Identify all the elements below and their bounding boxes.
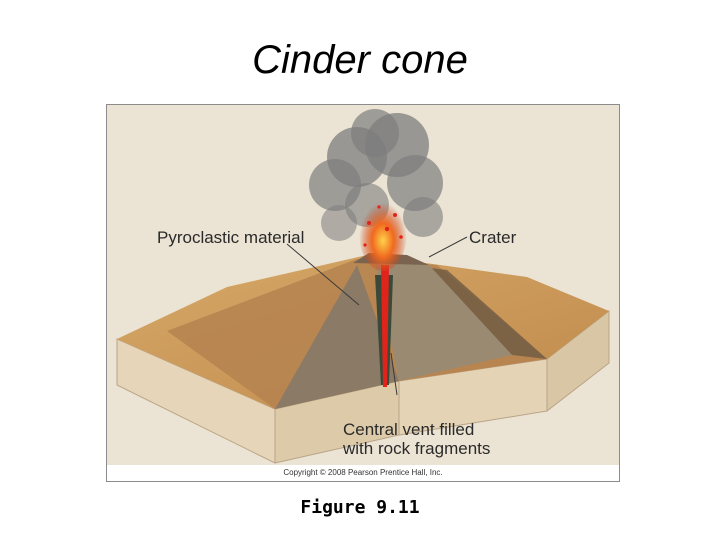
figure-caption: Figure 9.11 [300, 497, 420, 518]
label-crater: Crater [469, 228, 517, 247]
leader-line-crater [428, 236, 468, 258]
ejecta-particles [363, 205, 403, 247]
label-vent-line1: Central vent filled [343, 420, 475, 439]
leader-line-vent [390, 352, 398, 396]
leader-line-pyroclastic [286, 243, 360, 306]
copyright-notice: Copyright © 2008 Pearson Prentice Hall, … [283, 468, 443, 477]
slide-title: Cinder cone [252, 38, 468, 82]
cone-cross-section-left [275, 265, 399, 409]
cinder-cone-illustration [107, 105, 619, 465]
block-front-right-side [398, 358, 548, 436]
eruption-smoke-plume [309, 109, 443, 241]
label-vent-line2: with rock fragments [343, 439, 491, 458]
label-pyroclastic-material: Pyroclastic material [157, 228, 305, 247]
eruption-fire [359, 195, 407, 271]
cone-cross-section-right [375, 261, 512, 381]
lava-conduit [381, 265, 389, 387]
cinder-cone-diagram: Pyroclastic material Crater Central vent… [106, 104, 620, 482]
